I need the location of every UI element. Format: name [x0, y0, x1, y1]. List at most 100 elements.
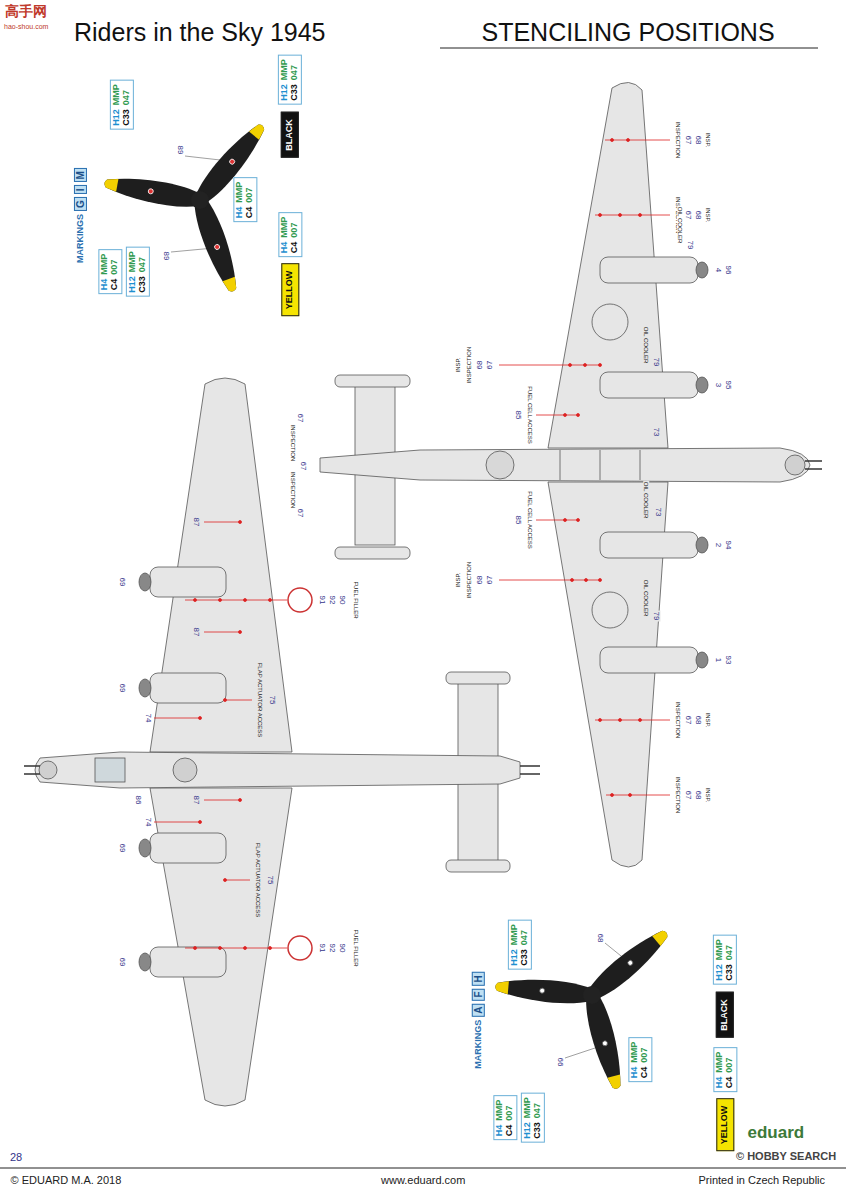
- propeller: [583, 986, 601, 1004]
- propeller: [539, 988, 544, 993]
- stencil-text: Printed in Czech Republic: [698, 1175, 827, 1186]
- aircraft-underside: [805, 468, 822, 470]
- propeller: [652, 928, 670, 946]
- propeller: [495, 980, 509, 994]
- stencil-text: OIL COOLER: [643, 481, 649, 519]
- marking-letter: F: [471, 988, 484, 1000]
- callout-number: 92: [328, 595, 336, 606]
- colour-swatch-box: YELLOW: [281, 264, 299, 317]
- stencil-text: INSP.: [455, 357, 461, 374]
- aircraft-upperside: [39, 761, 57, 779]
- leader-line: [194, 947, 197, 950]
- markings-badge: MARKINGSAFH: [471, 972, 484, 1069]
- aircraft-upperside: [150, 833, 226, 863]
- stencil-text: OIL COOLER: [643, 326, 649, 364]
- leader-line: [536, 415, 578, 416]
- node-text: C4: [290, 242, 300, 254]
- colour-swatch-box: BLACK: [281, 112, 299, 158]
- aircraft-underside: [600, 450, 601, 480]
- callout-number: 67: [684, 210, 692, 221]
- node-text: C33: [138, 276, 148, 293]
- node-text: H4: [495, 1125, 505, 1137]
- stencil-text: www.eduard.com: [380, 1175, 466, 1186]
- paint-code-box: H12MMPC33047: [521, 1093, 545, 1143]
- aircraft-upperside: [95, 758, 125, 782]
- leader-line: [269, 599, 272, 602]
- node-text: 007: [725, 1052, 735, 1073]
- leader-line: [605, 140, 670, 141]
- stencil-text: INSPECTION: [675, 121, 681, 160]
- callout-number: 67: [486, 360, 494, 371]
- node-text: BLACK: [719, 999, 729, 1031]
- page-rule: [440, 48, 818, 49]
- leader-line: [595, 720, 670, 721]
- node-text: MMP: [100, 254, 110, 275]
- node-text: MMP: [280, 59, 290, 80]
- aircraft-underside: [592, 304, 628, 340]
- marking-letter: A: [471, 1003, 484, 1016]
- callout-number: 67: [684, 715, 692, 726]
- leader-line: [219, 947, 222, 950]
- callout-number: 67: [684, 790, 692, 801]
- leader-line: [244, 947, 247, 950]
- page-rule: [0, 1168, 846, 1169]
- aircraft-underside: [600, 257, 698, 283]
- leader-line: [619, 719, 622, 722]
- propeller: [223, 277, 240, 294]
- aircraft-upperside: [150, 947, 226, 977]
- node-text: 047: [533, 1097, 543, 1118]
- aircraft-upperside: [139, 679, 151, 697]
- node-text: MMP: [510, 924, 520, 945]
- node-text: MARKINGS: [75, 213, 85, 262]
- node-text: H4: [100, 279, 110, 291]
- leader-line: [185, 600, 287, 601]
- aircraft-underside: [335, 375, 410, 387]
- node-text: H4: [715, 1077, 725, 1089]
- leader-line: [154, 718, 200, 719]
- stencil-text: hao-shou.com: [3, 23, 49, 30]
- colour-swatch-box: BLACK: [716, 992, 734, 1038]
- stencil-text: INSPECTION: [675, 776, 681, 815]
- node-text: H12: [128, 276, 138, 293]
- leader-line: [239, 631, 242, 634]
- leader-line: [639, 719, 642, 722]
- callout-number: 74: [144, 713, 152, 724]
- leader-line: [611, 139, 614, 142]
- callout-number: 68: [694, 135, 702, 146]
- stencil-text: eduard: [747, 1124, 806, 1141]
- stencil-text: INSP.: [705, 787, 711, 804]
- aircraft-upperside: [150, 567, 226, 597]
- node-text: C4: [725, 1077, 735, 1089]
- leader-line: [577, 519, 580, 522]
- leader-line: [577, 414, 580, 417]
- aircraft-upperside: [446, 860, 510, 872]
- node-text: 007: [245, 182, 255, 203]
- node-text: H12: [112, 109, 122, 126]
- node-text: H12: [510, 949, 520, 966]
- aircraft-upperside: [520, 773, 540, 775]
- callout-number: 91: [318, 595, 326, 606]
- aircraft-upperside: [288, 936, 312, 960]
- paint-code-box: H12MMPC33047: [713, 935, 737, 985]
- callout-number: 91: [318, 943, 326, 954]
- aircraft-upperside: [446, 672, 510, 684]
- callout-number: 85: [514, 410, 522, 421]
- aircraft-underside: [696, 377, 708, 393]
- propeller: [627, 959, 634, 966]
- aircraft-underside: [320, 82, 822, 867]
- callout-number: 75: [268, 695, 276, 706]
- node-text: 047: [290, 59, 300, 80]
- aircraft-upperside: [139, 839, 151, 857]
- stencil-text: FUEL FILLER: [352, 580, 358, 619]
- propeller: [103, 119, 271, 295]
- callout-number: 68: [476, 575, 484, 586]
- node-text: H12: [280, 84, 290, 101]
- callout-number: 69: [118, 957, 126, 968]
- callout-number: 87: [192, 627, 200, 638]
- stencil-text: INSP.: [705, 132, 711, 149]
- stencil-text: INSPECTION: [675, 701, 681, 740]
- callout-number: 69: [118, 683, 126, 694]
- callout-number: 73: [652, 427, 660, 438]
- aircraft-upperside: [139, 573, 151, 591]
- leader-line: [199, 821, 202, 824]
